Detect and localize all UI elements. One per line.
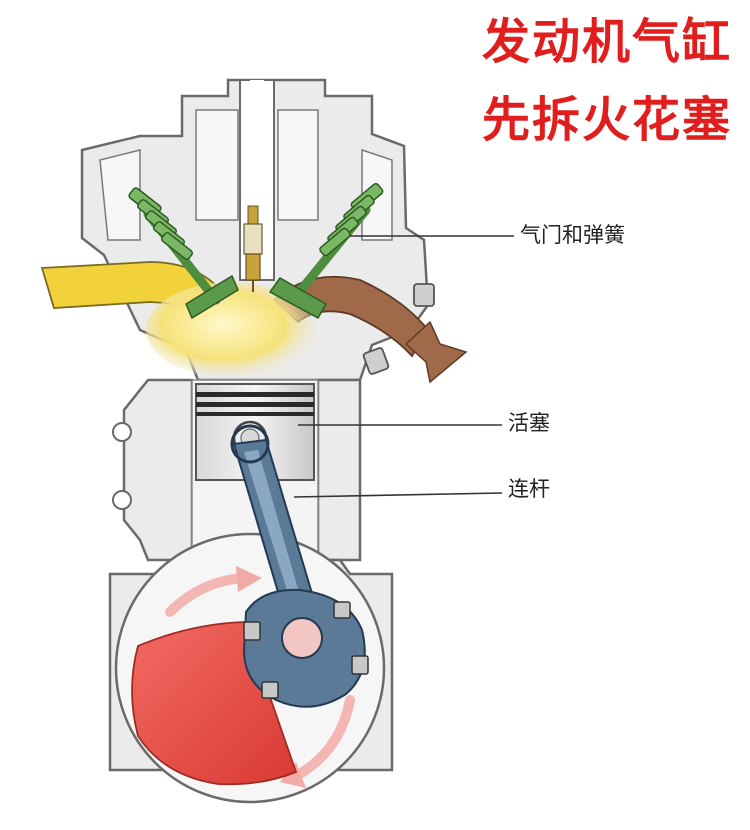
exhaust-valve-spring — [319, 182, 384, 257]
title-line-2: 先拆火花塞 — [481, 92, 732, 148]
exhaust-arrow — [404, 320, 468, 384]
rod-bolt — [243, 601, 369, 699]
rotation-arrow-head — [236, 566, 262, 592]
title-line-1: 发动机气缸 — [481, 14, 732, 70]
exhaust-valve — [268, 182, 384, 320]
intake-valve-spring — [128, 187, 194, 260]
label-connecting-rod: 连杆 — [508, 477, 550, 501]
rotation-arrows — [165, 573, 355, 781]
crank-pin — [281, 617, 323, 659]
connecting-rod — [230, 424, 369, 708]
leader-lines — [293, 235, 514, 498]
head-bolt — [362, 283, 435, 375]
label-valve-spring: 气门和弹簧 — [520, 223, 625, 247]
rotation-arrow-head — [280, 762, 306, 788]
intake-valve — [128, 187, 239, 320]
label-piston: 活塞 — [508, 411, 550, 435]
leader-line-rod — [293, 492, 503, 498]
spark-plug — [243, 205, 263, 292]
